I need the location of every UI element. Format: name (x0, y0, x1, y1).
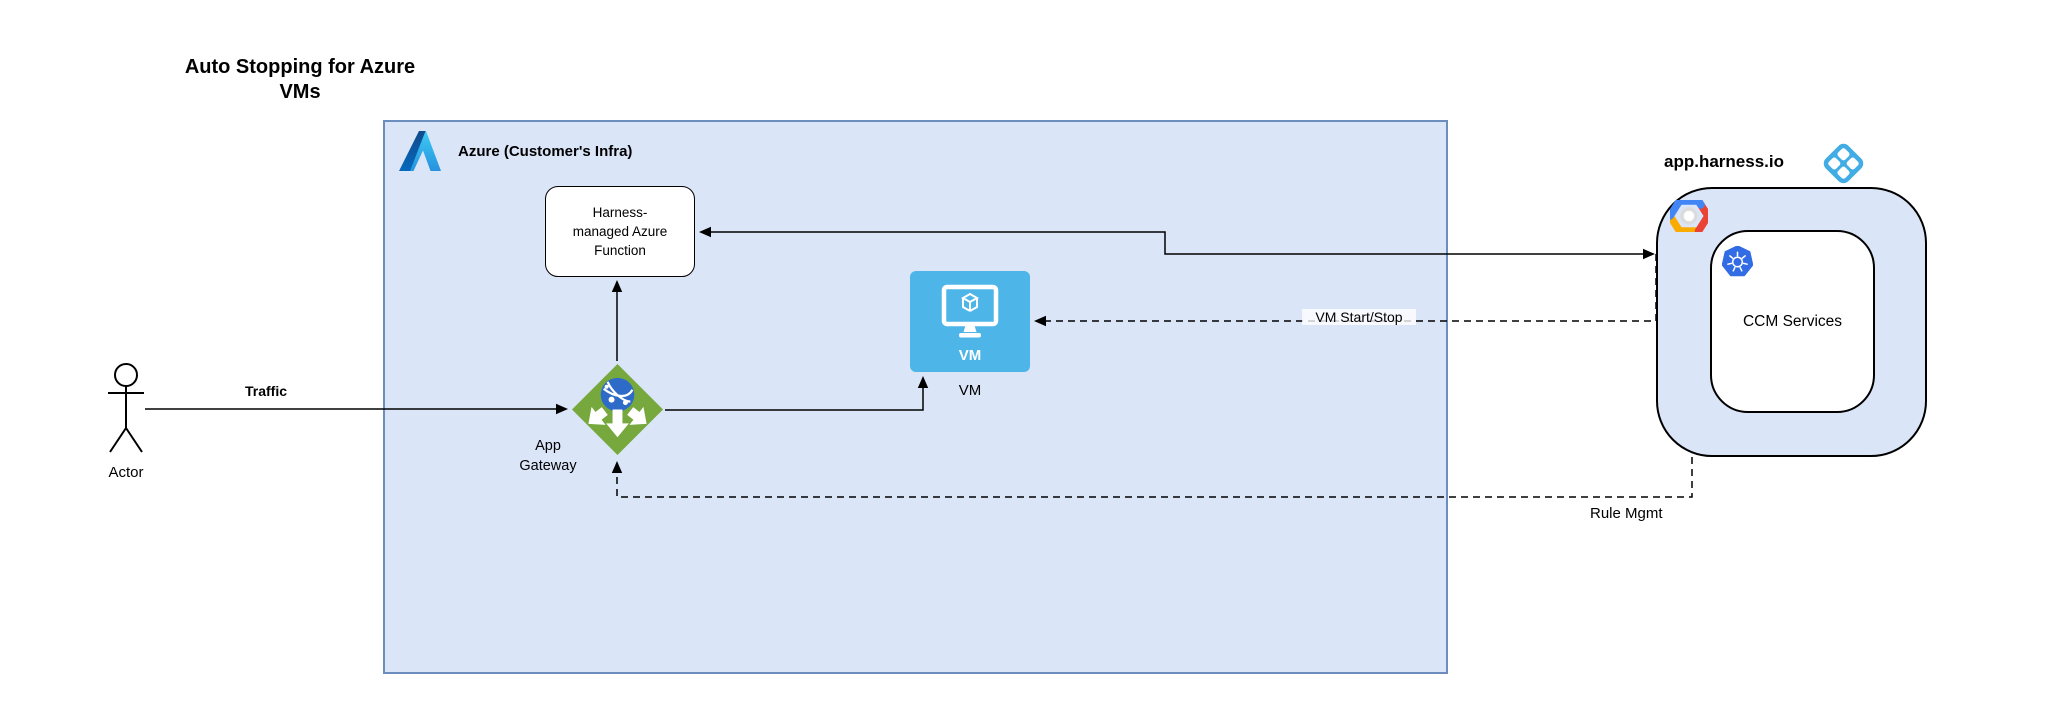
traffic-arrowhead (556, 403, 568, 415)
function-harness-arrowhead-right (1643, 248, 1655, 260)
actor-icon (108, 363, 144, 453)
function-harness-arrowhead-left (699, 226, 711, 238)
app-gateway-label: App Gateway (519, 438, 577, 474)
azure-function-label: Harness-managed Azure Function (572, 205, 668, 258)
vm-start-stop-edge-label: VM Start/Stop (1302, 309, 1416, 325)
diagram-title: Auto Stopping for Azure VMs (184, 56, 416, 103)
traffic-edge-label: Traffic (244, 383, 287, 399)
gateway-to-vm-arrowhead (917, 376, 929, 388)
kubernetes-logo-icon (1722, 246, 1753, 277)
gateway-to-vm-arrow (665, 388, 924, 411)
gateway-to-function-arrowhead (611, 280, 623, 292)
azure-function-node: Harness-managed Azure Function (545, 186, 695, 277)
vm-start-stop-dashed-arrow (1046, 254, 1657, 322)
gcp-logo-icon (1670, 200, 1708, 232)
rule-mgmt-arrowhead (611, 461, 623, 473)
app-gateway-icon (571, 363, 664, 456)
function-harness-arrow (711, 231, 1643, 255)
ccm-services-label: CCM Services (1742, 313, 1843, 330)
rule-mgmt-dashed-arrow (616, 457, 1693, 498)
rule-mgmt-edge-label: Rule Mgmt (1590, 505, 1663, 522)
actor-label: Actor (108, 464, 144, 481)
harness-logo-icon (1823, 143, 1864, 184)
vm-label: VM (958, 382, 982, 399)
vm-start-stop-arrowhead (1034, 315, 1046, 327)
azure-zone-label: Azure (Customer's Infra) (458, 143, 633, 160)
vm-tile-label: VM (958, 347, 982, 364)
vm-monitor-icon (941, 284, 999, 338)
harness-zone-label: app.harness.io (1664, 152, 1784, 171)
azure-logo-icon (399, 131, 441, 171)
